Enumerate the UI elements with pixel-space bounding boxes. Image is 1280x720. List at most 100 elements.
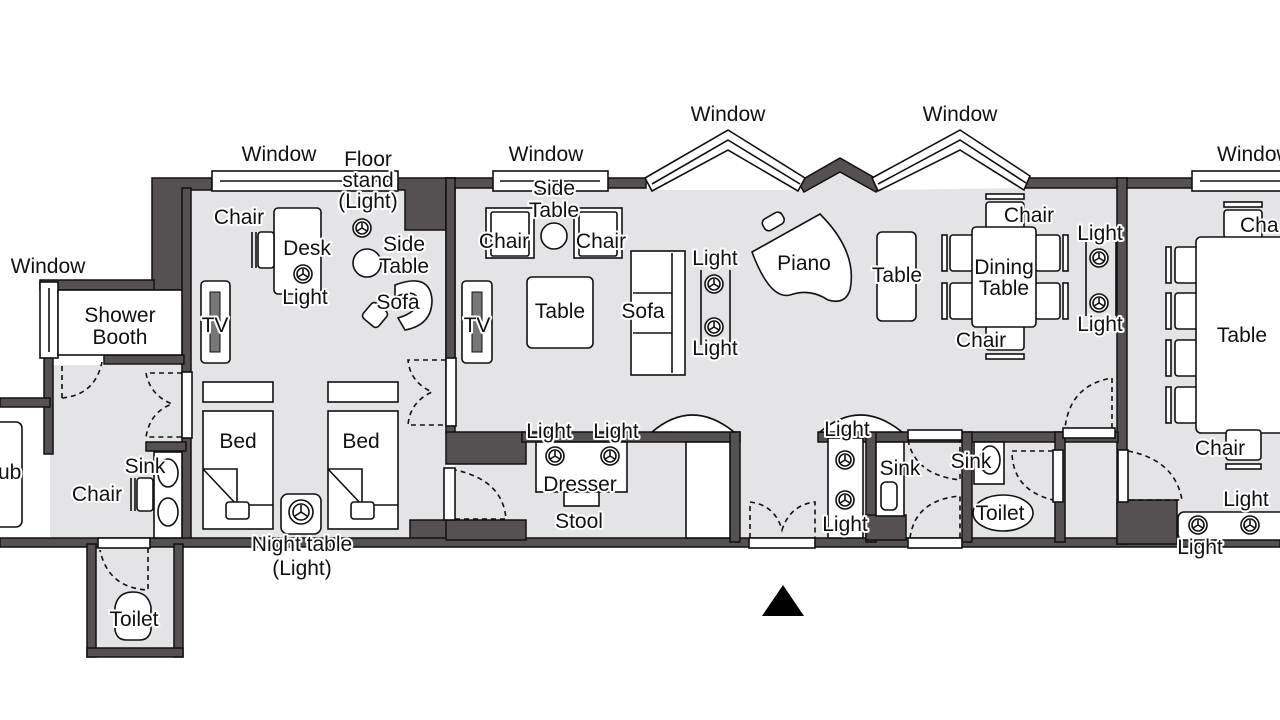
wall-powder-2 bbox=[961, 431, 973, 543]
label-meeting-table: Table bbox=[1217, 324, 1267, 347]
living-tv-screen bbox=[471, 291, 483, 353]
label-bedroom-side-table-2: Table bbox=[379, 255, 429, 278]
label-console-table: Table bbox=[872, 264, 922, 287]
label-bedroom-tv: TV bbox=[202, 314, 229, 337]
bath-chair bbox=[136, 477, 154, 512]
door-powder-1-swing-bottom bbox=[909, 495, 961, 539]
label-desk: Desk bbox=[283, 237, 331, 260]
meeting-light-2-icon bbox=[1240, 515, 1260, 535]
labels: Window Window Window Window Window Windo… bbox=[0, 103, 1280, 633]
label-window-right: Window bbox=[1217, 143, 1280, 166]
label-living-table: Table bbox=[535, 300, 585, 323]
closet bbox=[685, 441, 731, 539]
bath-sink-basin-2 bbox=[157, 497, 179, 527]
label-bedroom-sofa: Sofa bbox=[376, 291, 420, 314]
label-dining-light-top: Light bbox=[1077, 222, 1123, 245]
door-powder-2-swing bbox=[1011, 450, 1054, 501]
label-powder-sink-2: Sink bbox=[951, 450, 992, 473]
wall-toilet-right bbox=[173, 543, 184, 658]
night-table-light-icon bbox=[288, 499, 314, 525]
bedroom-tv-screen bbox=[209, 291, 221, 353]
dining-light-bottom-icon bbox=[1089, 293, 1109, 313]
label-window-bedroom: Window bbox=[242, 143, 318, 166]
label-powder-toilet: Toilet bbox=[975, 502, 1024, 525]
label-dining-table-1: Dining bbox=[974, 256, 1034, 279]
hall-arch bbox=[817, 414, 905, 433]
label-dining-table-2: Table bbox=[979, 277, 1029, 300]
door-toilet-swing bbox=[99, 548, 149, 591]
label-meeting-light-top: Light bbox=[1223, 488, 1269, 511]
door-bedroom-swing bbox=[407, 359, 446, 426]
living-table bbox=[526, 276, 594, 349]
desk-light-icon bbox=[293, 264, 313, 284]
label-dining-chair-top: Chair bbox=[1004, 204, 1054, 227]
label-floor-stand-2: stand bbox=[342, 169, 393, 192]
label-powder-sink-1: Sink bbox=[880, 457, 921, 480]
entrance-door bbox=[748, 537, 816, 549]
wall-shower-bottom bbox=[103, 354, 185, 365]
label-floor-stand-1: Floor bbox=[344, 148, 392, 171]
wall-meeting-corner bbox=[1116, 499, 1178, 545]
walls bbox=[0, 157, 1280, 658]
desk-chair bbox=[257, 231, 275, 269]
wall-powder-block bbox=[865, 514, 907, 541]
label-dresser-light-2: Light bbox=[593, 420, 639, 443]
door-bedroom bbox=[445, 357, 457, 427]
living-sofa bbox=[630, 250, 686, 376]
living-side-table bbox=[540, 222, 568, 250]
bedroom-sofa-seat bbox=[361, 301, 389, 329]
stool bbox=[563, 491, 600, 507]
door-toilet bbox=[97, 537, 151, 549]
dining-chair-top-back bbox=[985, 193, 1025, 200]
label-hall-light-bottom: Light bbox=[822, 513, 868, 536]
door-powder-1-swing-top bbox=[907, 439, 961, 481]
label-bath-toilet: Toilet bbox=[109, 608, 158, 631]
label-bed-2: Bed bbox=[342, 430, 379, 453]
label-living-light-bottom: Light bbox=[692, 337, 738, 360]
wall-closet-right bbox=[729, 431, 741, 543]
shower-booth bbox=[57, 289, 183, 356]
entrance-arrow-icon bbox=[762, 585, 804, 616]
label-meeting-chair-top: Cha bbox=[1240, 214, 1279, 237]
piano bbox=[751, 213, 853, 303]
label-hall-light-top: Light bbox=[824, 418, 870, 441]
label-night-table-1: Night table bbox=[252, 533, 352, 556]
label-bed-1: Bed bbox=[219, 430, 256, 453]
label-bedroom-chair: Chair bbox=[214, 206, 264, 229]
dining-light-top-icon bbox=[1089, 248, 1109, 268]
wall-sink-top bbox=[145, 441, 187, 452]
label-living-chair-1: Chair bbox=[479, 230, 529, 253]
console-table bbox=[876, 231, 917, 322]
meeting-chair-bottom bbox=[1225, 429, 1262, 461]
door-powder-1-top bbox=[907, 429, 963, 441]
label-bedroom-side-table-1: Side bbox=[383, 233, 425, 256]
dresser-light-1-icon bbox=[545, 446, 565, 466]
powder-sink-2-basin bbox=[979, 445, 1001, 475]
door-bath-swing bbox=[145, 372, 182, 438]
label-living-chair-2: Chair bbox=[576, 230, 626, 253]
dining-chair-bottom-back bbox=[985, 353, 1025, 360]
living-light-top-icon bbox=[704, 274, 724, 294]
door-bath bbox=[181, 371, 193, 439]
label-dresser-light-1: Light bbox=[526, 420, 572, 443]
door-powder-1-bottom bbox=[907, 537, 963, 549]
door-meeting bbox=[1117, 449, 1129, 503]
bed-1-headboard bbox=[202, 381, 274, 403]
wall-hall-left-block bbox=[445, 431, 527, 465]
label-window-far-left: Window bbox=[11, 255, 87, 278]
door-shower-swing bbox=[61, 361, 103, 399]
label-living-tv: TV bbox=[464, 314, 491, 337]
label-dresser: Dresser bbox=[543, 473, 617, 496]
wall-bottom bbox=[0, 537, 1280, 548]
meeting-side-chairs bbox=[1165, 246, 1201, 424]
furniture bbox=[0, 193, 1280, 641]
hall-light-bottom-icon bbox=[835, 490, 855, 510]
bedroom-side-table bbox=[352, 248, 382, 278]
label-meeting-light-bottom: Light bbox=[1177, 536, 1223, 559]
label-bath-sink: Sink bbox=[125, 455, 166, 478]
wall-tub-top bbox=[0, 397, 51, 408]
entrance-door-swing bbox=[749, 501, 816, 538]
living-light-bottom-icon bbox=[704, 317, 724, 337]
door-living-right-swing bbox=[1064, 377, 1113, 429]
